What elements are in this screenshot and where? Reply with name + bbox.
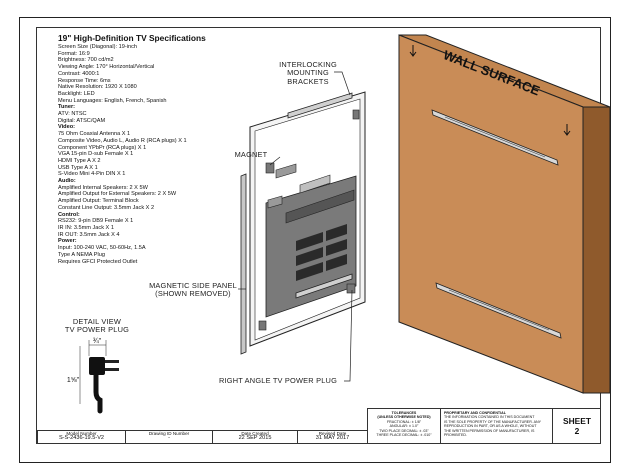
title-date-created: Date Created 22 SEP 2015 [212, 430, 297, 444]
spec-line: Response Time: 6ms [58, 77, 111, 84]
wall-bracket-lower [435, 282, 562, 339]
power-plug-label: RIGHT ANGLE TV POWER PLUG [218, 376, 338, 385]
spec-line: Amplified Internal Speakers: 2 X 5W [58, 184, 148, 191]
spec-line: Amplified Output: Terminal Block [58, 198, 139, 205]
spec-section-heading: Audio: [58, 178, 76, 185]
spec-list: 19" High-Definition TV Specifications Sc… [58, 33, 263, 265]
spec-line: IR OUT: 3.5mm Jack X 4 [58, 231, 120, 238]
wall-bracket-upper [431, 109, 559, 166]
title-sheet: SHEET 2 [552, 408, 601, 444]
tv-bracket-lower [295, 273, 353, 299]
spec-line: Screen Size (Diagonal): 19-inch [58, 44, 137, 50]
spec-line: Format: 16:9 [58, 50, 90, 57]
title-revised-date: Revised Date 31 MAY 2017 [297, 430, 367, 444]
dimension-top: ¾" [93, 338, 102, 345]
spec-line: Component YPbPr (RCA plugs) X 1 [58, 144, 147, 151]
spec-section-heading: Video: [58, 124, 75, 131]
detail-view-label: DETAIL VIEW TV POWER PLUG [64, 317, 130, 335]
spec-line: Viewing Angle: 170° Horizontal/Vertical [58, 64, 155, 71]
spec-line: Composite Video, Audio L, Audio R (RCA p… [58, 137, 187, 144]
magnet-label: MAGNET [234, 150, 268, 159]
side-panel-label: MAGNETIC SIDE PANEL (SHOWN REMOVED) [149, 281, 237, 299]
title-model: Model Number S-S-2436-19.5-V2 [37, 430, 125, 444]
spec-line: Contrast: 4000:1 [58, 70, 100, 77]
spec-line: IR IN: 3.5mm Jack X 1 [58, 224, 114, 231]
spec-line: Menu Languages: English, French, Spanish [58, 97, 167, 104]
title-tolerances: TOLERANCES (UNLESS OTHERWISE NOTED) FRAC… [367, 408, 440, 444]
tv-assembly [249, 91, 366, 347]
spec-line: HDMI Type A X 2 [58, 157, 101, 164]
spec-line: Backlight: LED [58, 90, 95, 97]
spec-line: Brightness: 700 cd/m2 [58, 57, 114, 64]
spec-section-heading: Control: [58, 211, 80, 218]
magnet-top [265, 162, 275, 174]
wall-arrow-left-icon [409, 45, 417, 57]
title-proprietary: PROPRIETARY AND CONFIDENTIAL THE INFORMA… [440, 408, 552, 444]
spec-title: 19" High-Definition TV Specifications [58, 33, 206, 43]
dimension-side: 1⅝" [67, 377, 80, 384]
magnetic-side-panel [240, 173, 247, 355]
power-plug-icon [79, 340, 119, 414]
spec-line: Constant Line Output: 3.5mm Jack X 2 [58, 204, 155, 211]
spec-section-heading: Power: [58, 238, 77, 245]
spec-line: 75 Ohm Coaxial Antenna X 1 [58, 131, 131, 138]
spec-line: Native Resolution: 1920 X 1080 [58, 84, 137, 91]
spec-line: RS232: 9-pin DB9 Female X 1 [58, 218, 134, 225]
spec-line: ATV: NTSC [58, 111, 87, 118]
spec-line: VGA 15-pin D-sub Female X 1 [58, 151, 134, 158]
spec-line: Requires GFCI Protected Outlet [58, 258, 138, 265]
spec-section-heading: Tuner: [58, 104, 75, 111]
spec-line: S-Video Mini 4-Pin DIN X 1 [58, 171, 126, 178]
magnet-bottom [346, 283, 356, 294]
spec-line: Digital: ATSC/QAM [58, 117, 106, 124]
wall-block: WALL SURFACE [398, 34, 611, 394]
spec-line: Type A NEMA Plug [58, 251, 105, 258]
tv-bracket-upper [287, 92, 353, 119]
title-drawing-id: Drawing ID Number - [125, 430, 212, 444]
interlocking-brackets-label: INTERLOCKING MOUNTING BRACKETS [279, 60, 337, 86]
spec-line: Input: 100-240 VAC, 50-60Hz, 1.5A [58, 245, 146, 252]
spec-line: USB Type A X 1 [58, 164, 98, 171]
spec-line: Amplified Output for External Speakers: … [58, 191, 177, 198]
wall-arrow-right-icon [563, 124, 571, 136]
